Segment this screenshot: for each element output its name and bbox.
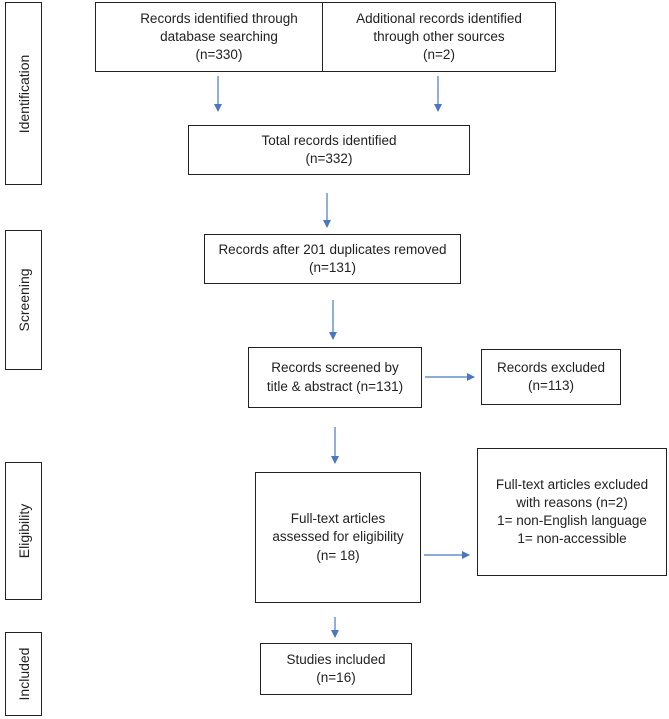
fulltext-excluded-line-1: Full-text articles excluded bbox=[495, 476, 649, 492]
screened-records-line-1: Records screened by bbox=[271, 360, 399, 376]
database-records-box: Records identified through database sear… bbox=[95, 2, 343, 72]
fulltext-excluded-line-2: with reasons (n=2) bbox=[516, 494, 628, 510]
other-sources-line-1: Additional records identified bbox=[356, 10, 522, 26]
database-records-line-2: database searching bbox=[160, 28, 278, 44]
studies-included-count: (n=16) bbox=[316, 670, 356, 685]
fulltext-assessed-line-1: Full-text articles bbox=[290, 511, 386, 527]
other-sources-count: (n=2) bbox=[423, 47, 455, 63]
phase-included: Included bbox=[5, 632, 42, 716]
screened-records-line-2: title & abstract (n=131) bbox=[266, 378, 404, 394]
studies-included-line-1: Studies included bbox=[286, 651, 386, 667]
fulltext-assessed-count: (n= 18) bbox=[316, 547, 360, 563]
excluded-records-box: Records excluded (n=113) bbox=[481, 349, 621, 405]
fulltext-excluded-reason-2: 1= non-accessible bbox=[517, 531, 627, 547]
fulltext-assessed-box: Full-text articles assessed for eligibil… bbox=[255, 472, 421, 603]
screened-records-box: Records screened by title & abstract (n=… bbox=[248, 347, 422, 408]
phase-screening: Screening bbox=[5, 230, 42, 370]
total-records-box: Total records identified (n=332) bbox=[188, 125, 470, 175]
total-records-count: (n=332) bbox=[305, 151, 353, 166]
other-sources-line-2: through other sources bbox=[373, 28, 505, 44]
duplicates-removed-count: (n=131) bbox=[309, 260, 356, 275]
total-records-line-1: Total records identified bbox=[261, 132, 397, 148]
excluded-records-line-1: Records excluded bbox=[496, 359, 606, 375]
fulltext-excluded-box: Full-text articles excluded with reasons… bbox=[477, 448, 667, 576]
duplicates-removed-line-1: Records after 201 duplicates removed bbox=[218, 241, 447, 257]
database-records-count: (n=330) bbox=[195, 47, 243, 63]
phase-identification: Identification bbox=[5, 2, 42, 185]
excluded-records-count: (n=113) bbox=[528, 378, 574, 393]
phase-eligibility: Eligibility bbox=[5, 462, 42, 600]
other-sources-box: Additional records identified through ot… bbox=[322, 2, 556, 72]
fulltext-excluded-reason-1: 1= non-English language bbox=[497, 513, 647, 528]
duplicates-removed-box: Records after 201 duplicates removed (n=… bbox=[204, 234, 461, 284]
database-records-line-1: Records identified through bbox=[140, 10, 298, 26]
fulltext-assessed-line-2: assessed for eligibility bbox=[272, 529, 404, 545]
studies-included-box: Studies included (n=16) bbox=[260, 643, 412, 695]
